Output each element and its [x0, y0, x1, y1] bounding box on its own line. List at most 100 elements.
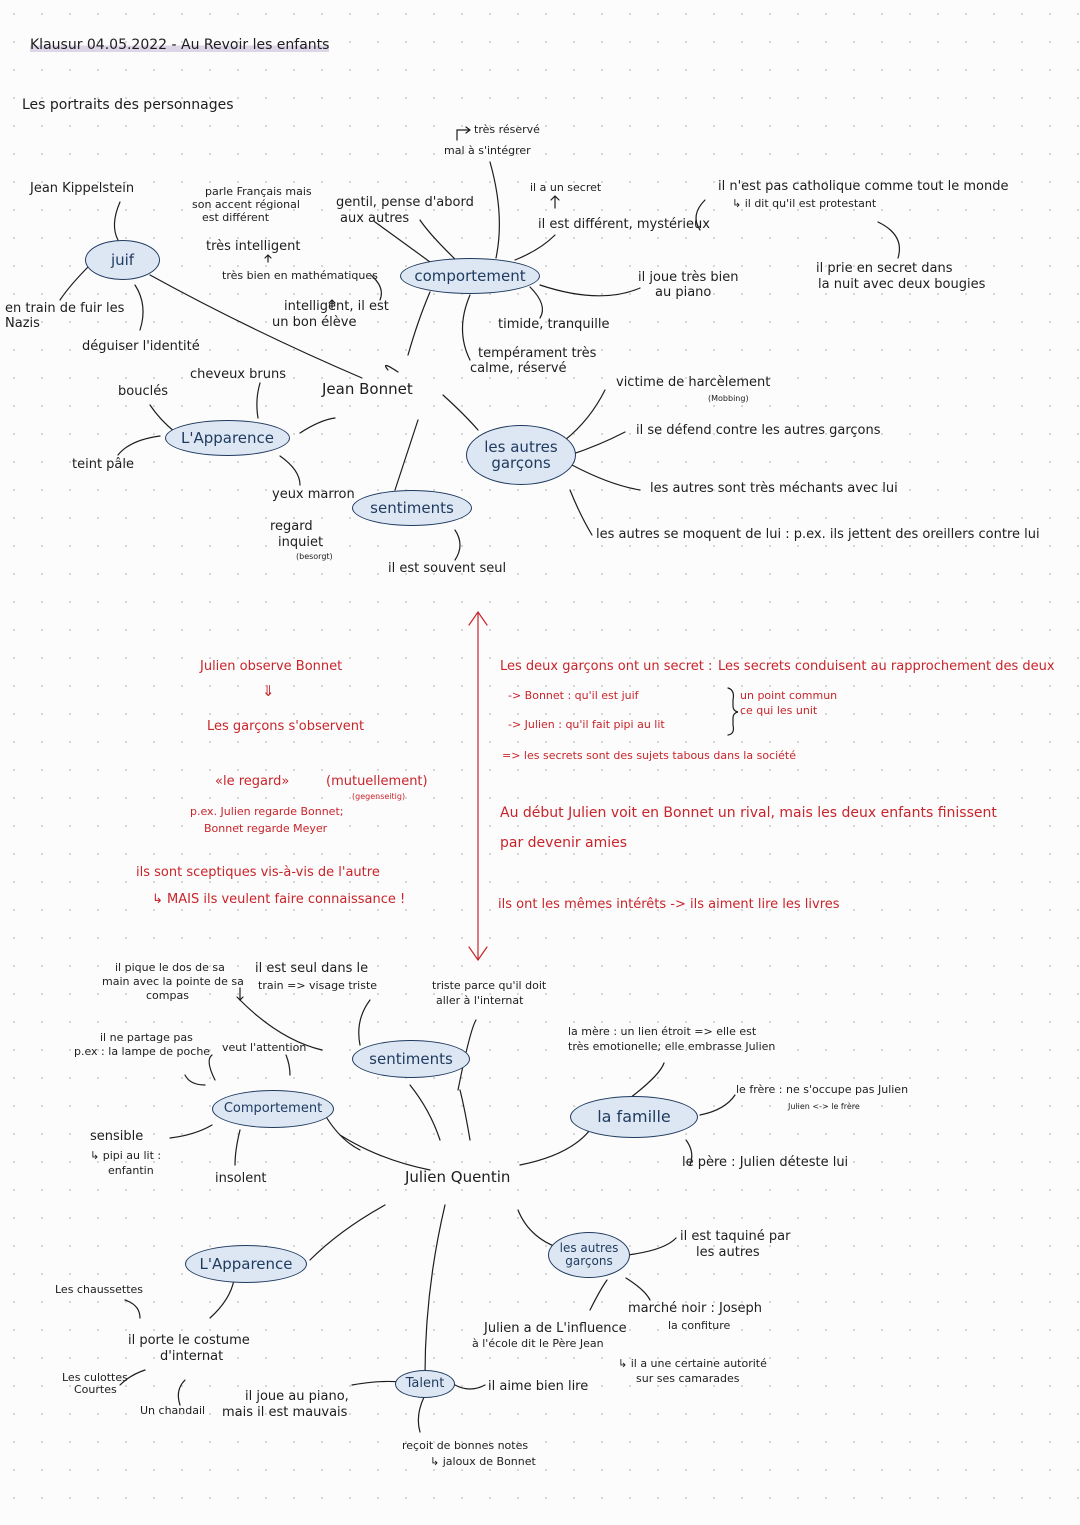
observe-arrow: ⇓	[262, 682, 275, 700]
pique-1: il pique le dos de sa	[115, 961, 225, 974]
defend: il se défend contre les autres garçons	[636, 423, 881, 438]
eleve-2: un bon élève	[272, 315, 357, 330]
secrets-lead: Les secrets conduisent au rapprochement …	[718, 659, 1055, 674]
chaussettes: Les chaussettes	[55, 1283, 144, 1296]
regard-2: inquiet	[278, 535, 324, 550]
costume-1: il porte le costume	[128, 1333, 250, 1348]
maths: très bien en mathématiques	[222, 269, 378, 282]
bonnet-seul: il est souvent seul	[388, 561, 507, 576]
node-julien-talent: Talent	[395, 1370, 455, 1398]
node-bonnet-autres: les autres garçons	[466, 425, 576, 485]
node-julien-apparence: L'Apparence	[185, 1245, 307, 1283]
lire: il aime bien lire	[488, 1379, 589, 1394]
mobbing: (Mobbing)	[708, 394, 749, 403]
bonnet-secret: -> Bonnet : qu'il est juif	[508, 689, 639, 702]
moquent: les autres se moquent de lui : p.ex. ils…	[596, 527, 1040, 542]
accent-3: est différent	[202, 211, 270, 224]
eleve-1: intelligent, il est	[284, 299, 389, 314]
bonnet-name: Jean Bonnet	[322, 380, 413, 398]
julien-piano-2: mais il est mauvais	[222, 1405, 348, 1420]
juif-fuite-1: en train de fuir les	[5, 301, 125, 316]
partage-1: il ne partage pas	[100, 1031, 193, 1044]
observent: Les garçons s'observent	[207, 719, 365, 734]
node-julien-comportement: Comportement	[212, 1090, 334, 1128]
pique-2: main avec la pointe de sa	[102, 975, 244, 988]
notes-2: ↳ jaloux de Bonnet	[430, 1455, 536, 1468]
accent-1: parle Français mais	[205, 185, 312, 198]
piano-2: au piano	[655, 285, 712, 300]
node-bonnet-comportement: comportement	[400, 258, 540, 294]
culottes-1: Les culottes	[62, 1371, 128, 1384]
marche-2: la confiture	[668, 1319, 731, 1332]
mais: ↳ MAIS ils veulent faire connaissance !	[152, 892, 406, 907]
interets: ils ont les mêmes intérêts -> ils aiment…	[498, 897, 840, 912]
mutuellement: (mutuellement)	[326, 774, 428, 789]
page-subtitle: Les portraits des personnages	[22, 97, 234, 113]
page-title: Klausur 04.05.2022 - Au Revoir les enfan…	[30, 37, 330, 53]
temperament-2: calme, réservé	[470, 361, 567, 376]
prie-2: la nuit avec deux bougies	[818, 277, 986, 292]
frere-1: le frère : ne s'occupe pas Julien	[736, 1083, 909, 1096]
costume-2: d'internat	[160, 1349, 224, 1364]
julien-piano-1: il joue au piano,	[245, 1389, 349, 1404]
bonnet-real-name: Jean Kippelstein	[30, 181, 135, 196]
pere: le père : Julien déteste lui	[682, 1155, 849, 1170]
influence-1: Julien a de L'influence	[484, 1321, 627, 1336]
timide: timide, tranquille	[498, 317, 610, 332]
prie-1: il prie en secret dans	[816, 261, 953, 276]
julien-secret: -> Julien : qu'il fait pipi au lit	[508, 718, 665, 731]
autorite-2: sur ses camarades	[636, 1372, 740, 1385]
triste-1: triste parce qu'il doit	[432, 979, 547, 992]
gentil-2: aux autres	[340, 211, 410, 226]
juif-identite: déguiser l'identité	[82, 339, 200, 354]
accent-2: son accent régional	[192, 198, 300, 211]
teint: teint pâle	[72, 457, 135, 472]
triste-2: aller à l'internat	[436, 994, 524, 1007]
node-julien-sentiments: sentiments	[352, 1040, 470, 1078]
observe: Julien observe Bonnet	[200, 659, 343, 674]
catholique-1: il n'est pas catholique comme tout le mo…	[718, 179, 1009, 194]
partage-2: p.ex : la lampe de poche	[74, 1045, 211, 1058]
frere-2: Julien <-> le frère	[788, 1102, 860, 1111]
sceptiques: ils sont sceptiques vis-à-vis de l'autre	[136, 865, 380, 880]
debut-2: par devenir amies	[500, 835, 628, 851]
commun-2: ce qui les unit	[740, 704, 818, 717]
victime: victime de harcèlement	[616, 375, 771, 390]
taquine-2: les autres	[696, 1245, 760, 1260]
different: il est différent, mystérieux	[538, 217, 710, 232]
temperament-1: tempérament très	[478, 346, 597, 361]
secrets-intro: Les deux garçons ont un secret :	[500, 659, 713, 674]
debut-1: Au début Julien voit en Bonnet un rival,…	[500, 805, 997, 821]
regard-de: (besorgt)	[296, 552, 333, 561]
cheveux: cheveux bruns	[190, 367, 286, 382]
julien-name: Julien Quentin	[405, 1168, 511, 1186]
tabou: => les secrets sont des sujets tabous da…	[502, 749, 796, 762]
regard: «le regard»	[215, 774, 290, 789]
pipi-2: enfantin	[108, 1164, 154, 1177]
insolent: insolent	[215, 1171, 267, 1186]
julien-seul-1: il est seul dans le	[255, 961, 369, 976]
secret: il a un secret	[530, 181, 602, 194]
chandail: Un chandail	[140, 1404, 206, 1417]
catholique-2: ↳ il dit qu'il est protestant	[732, 197, 877, 210]
reserve: très réservé	[474, 123, 540, 136]
mere-1: la mère : un lien étroit => elle est	[568, 1025, 757, 1038]
julien-seul-2: train => visage triste	[258, 979, 378, 992]
sensible: sensible	[90, 1129, 144, 1144]
yeux: yeux marron	[272, 487, 355, 502]
commun-1: un point commun	[740, 689, 838, 702]
node-juif: juif	[85, 240, 160, 280]
influence-2: à l'école dit le Père Jean	[472, 1337, 604, 1350]
mechants: les autres sont très méchants avec lui	[650, 481, 898, 496]
node-bonnet-sentiments: sentiments	[352, 490, 472, 526]
piano-1: il joue très bien	[638, 270, 739, 285]
node-bonnet-apparence: L'Apparence	[165, 420, 290, 456]
ex-1: p.ex. Julien regarde Bonnet;	[190, 805, 344, 818]
intelligent-1: très intelligent	[206, 239, 301, 254]
integrer: mal à s'intégrer	[444, 144, 531, 157]
gentil-1: gentil, pense d'abord	[336, 195, 474, 210]
pipi-1: ↳ pipi au lit :	[90, 1149, 162, 1162]
pique-3: compas	[146, 989, 189, 1002]
boucles: bouclés	[118, 384, 168, 399]
culottes-2: Courtes	[74, 1383, 117, 1396]
